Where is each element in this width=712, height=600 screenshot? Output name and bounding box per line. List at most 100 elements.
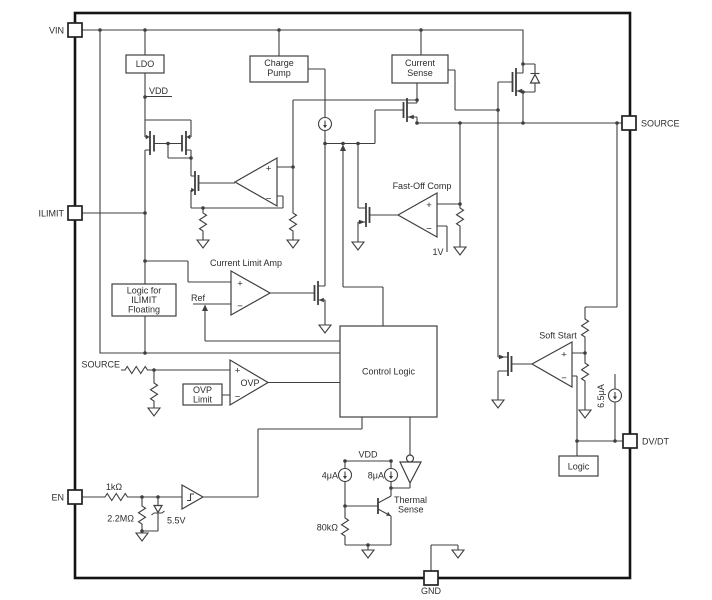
resistor bbox=[198, 211, 208, 233]
resistor bbox=[580, 361, 590, 383]
r-80k-label: 80kΩ bbox=[317, 523, 339, 533]
ilimit-logic-label: Floating bbox=[128, 305, 160, 315]
source-net-label: SOURCE bbox=[81, 360, 120, 370]
inverter-bubble-icon bbox=[405, 454, 415, 463]
minus-mark: − bbox=[237, 301, 243, 312]
ground-icon bbox=[453, 246, 467, 256]
ground-icon bbox=[135, 532, 149, 542]
control-logic-label: Control Logic bbox=[362, 367, 416, 377]
zener-diode bbox=[152, 504, 164, 514]
charge-pump-block bbox=[249, 55, 309, 83]
gnd-pin-label: GND bbox=[421, 586, 442, 596]
pmos-mirror-left bbox=[149, 131, 155, 155]
fet-arrow bbox=[516, 88, 523, 94]
i-dvdt-label: 6.5μA bbox=[596, 384, 606, 408]
ilimit-pin-label: ILIMIT bbox=[38, 209, 64, 219]
ground-icon bbox=[196, 239, 210, 249]
ground-icon bbox=[286, 239, 300, 249]
dvdt-pin bbox=[622, 433, 638, 449]
en-pin bbox=[67, 489, 83, 505]
fast-off-ref-label: 1V bbox=[432, 247, 443, 257]
en-schmitt-buffer bbox=[181, 483, 205, 511]
fast-off-comp-label: Fast-Off Comp bbox=[393, 181, 452, 191]
fet-arrow bbox=[358, 219, 366, 225]
vdd-net-label: VDD bbox=[149, 86, 169, 96]
fet-arrow bbox=[499, 354, 505, 360]
current-sense-label: Current bbox=[405, 58, 436, 68]
logic-block bbox=[558, 455, 599, 477]
fet-arrow bbox=[318, 297, 324, 303]
nmos-fast-off bbox=[365, 203, 371, 227]
nmos-current-sense bbox=[402, 98, 408, 122]
resistor-source bbox=[123, 365, 150, 375]
pmos-soft-start bbox=[507, 352, 513, 376]
vin-pin-label: VIN bbox=[49, 26, 64, 36]
i-8ua-label: 8μA bbox=[368, 471, 384, 481]
fast-off-comp-triangle bbox=[396, 191, 438, 239]
pin-layer: VIN ILIMIT EN SOURCE DV/DT GND bbox=[38, 22, 680, 596]
nmos-current-limit bbox=[313, 281, 319, 305]
fet-arrow bbox=[145, 134, 150, 140]
ovp-limit-label: Limit bbox=[193, 395, 213, 405]
amp-input-marks: + − + − + − + − + − bbox=[235, 164, 568, 403]
npn-emitter-arrow bbox=[386, 511, 391, 516]
ilimit-pin bbox=[67, 205, 83, 221]
current-sense-block bbox=[391, 54, 449, 84]
thermal-sense-label: Thermal bbox=[394, 495, 427, 505]
vdd-bottom-label: VDD bbox=[358, 450, 378, 460]
current-source-8ua-icon bbox=[383, 467, 399, 483]
ground-icon bbox=[351, 241, 365, 251]
fet-arrow bbox=[191, 187, 195, 193]
fet-arrow bbox=[407, 114, 414, 120]
resistor bbox=[149, 381, 159, 403]
gnd-pin bbox=[423, 570, 439, 586]
ground-icon bbox=[147, 407, 161, 417]
ovp-comp-label: OVP bbox=[240, 378, 259, 388]
gate-drive-arrow-icon bbox=[340, 144, 346, 151]
ovp-comp-triangle bbox=[229, 358, 270, 407]
hysteresis-icon bbox=[187, 493, 194, 502]
ilimit-logic-label: ILIMIT bbox=[131, 295, 157, 305]
source-pin-label: SOURCE bbox=[641, 119, 680, 129]
current-source-6p5ua-icon bbox=[607, 388, 623, 403]
plus-mark: + bbox=[237, 279, 243, 290]
minus-mark: − bbox=[561, 373, 567, 384]
pmos-mirror-right bbox=[181, 131, 187, 155]
wire-thermal-gnd bbox=[344, 417, 459, 571]
nmos-sense-amp bbox=[194, 171, 200, 195]
wire-power-stage bbox=[407, 63, 622, 357]
ground-icon bbox=[361, 549, 375, 559]
r-2m2-label: 2.2MΩ bbox=[107, 514, 134, 524]
en-pin-label: EN bbox=[51, 493, 64, 503]
ref-arrow-icon bbox=[202, 304, 208, 311]
ovp-limit-label: OVP bbox=[193, 385, 212, 395]
label-layer: VDD Current Limit Amp Ref Fast-Off Comp … bbox=[81, 86, 606, 533]
resistor-1k bbox=[103, 492, 130, 502]
passive-layer bbox=[103, 116, 623, 559]
source-pin bbox=[621, 115, 637, 131]
amplifier-layer bbox=[181, 156, 573, 511]
ground-icon bbox=[578, 409, 592, 419]
wire-mirror-amp bbox=[144, 99, 417, 284]
resistor bbox=[580, 317, 590, 339]
resistor bbox=[288, 211, 298, 233]
plus-mark: + bbox=[266, 164, 272, 175]
current-sense-label: Sense bbox=[407, 68, 433, 78]
minus-mark: − bbox=[266, 194, 272, 205]
ovp-limit-block bbox=[182, 383, 223, 406]
current-source-icon bbox=[317, 116, 333, 132]
soft-start-label: Soft Start bbox=[539, 331, 577, 341]
current-source-4ua-icon bbox=[337, 467, 353, 483]
resistor bbox=[455, 206, 465, 228]
zener-bar bbox=[151, 510, 165, 516]
charge-pump-label: Pump bbox=[267, 68, 291, 78]
resistor-80k bbox=[340, 516, 350, 538]
current-limit-amp-triangle bbox=[230, 269, 272, 317]
sense-amp-triangle bbox=[233, 156, 278, 208]
ground-icon bbox=[451, 549, 465, 559]
wire-gate-node bbox=[270, 68, 404, 326]
body-diode bbox=[529, 73, 541, 84]
junction-dots bbox=[98, 28, 619, 547]
